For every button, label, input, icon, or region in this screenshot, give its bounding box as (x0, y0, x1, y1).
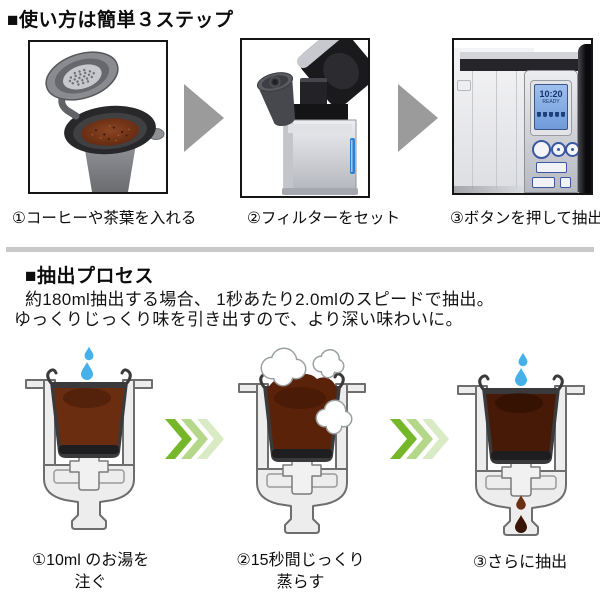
stage1-caption: ①10ml のお湯を 注ぐ (18, 550, 163, 594)
stage3-caption: ③さらに抽出 (452, 552, 588, 574)
cup-icon (543, 112, 547, 117)
stage1-caption-line1: ①10ml のお湯を (31, 552, 150, 569)
round-button (551, 142, 566, 157)
machine-front-body (454, 48, 534, 193)
process-arrow-icon (165, 419, 224, 459)
cup-icon (549, 112, 553, 117)
panel-seam (496, 64, 497, 189)
stage2-caption-line2: 蒸らす (276, 574, 325, 592)
step1-photo (28, 40, 168, 194)
cup-icon (555, 112, 559, 117)
filter-basket-illustration (45, 51, 165, 192)
step3-photo: 10:20 READY (452, 38, 593, 195)
process-arrow-icon (390, 419, 449, 459)
step2-photo (240, 38, 370, 198)
step1-caption: ①コーヒーや茶葉を入れる (12, 210, 197, 227)
stage2-caption: ②15秒間じっくり 蒸らす (228, 550, 373, 594)
dripper-stage1-illustration (25, 346, 153, 530)
cup-icon (537, 112, 541, 117)
step-arrow-icon (398, 84, 438, 152)
brew-button (532, 177, 555, 188)
panel-seam (472, 64, 473, 189)
process-section-title: ■抽出プロセス (25, 266, 154, 287)
lcd-cup-icons (535, 112, 567, 117)
lcd-time: 10:20 (539, 89, 563, 99)
panel-seam (516, 64, 517, 189)
menu-dial-button (532, 140, 551, 159)
wide-button (536, 162, 567, 173)
steps-section-title: ■使い方は簡単３ステップ (7, 10, 234, 31)
lcd-display: 10:20 READY (534, 84, 568, 130)
step2-caption: ②フィルターをセット (247, 210, 401, 227)
brand-badge (457, 80, 471, 91)
dripper-stage3-illustration (457, 352, 585, 536)
section-divider (6, 247, 594, 252)
stage2-caption-line1: ②15秒間じっくり (236, 552, 365, 569)
pod-into-machine-illustration (256, 40, 368, 195)
step-arrow-icon (184, 84, 224, 152)
process-description-line2: ゆっくりじっくり味を引き出すので、より深い味わいに。 (14, 310, 463, 329)
machine-lid-band (460, 59, 591, 71)
counter-shadow (454, 186, 524, 193)
process-description-line1: 約180ml抽出する場合、 1秒あたり2.0mlのスピードで抽出。 (25, 290, 494, 309)
step3-caption: ③ボタンを押して抽出 (450, 210, 600, 227)
cup-icon (561, 112, 565, 117)
small-button (560, 177, 571, 188)
stage3-caption-line1: ③さらに抽出 (472, 554, 568, 571)
machine-top-trim (460, 52, 591, 59)
lcd-status: READY (542, 99, 560, 105)
dripper-stage2-illustration (238, 347, 366, 534)
machine-side-edge (578, 44, 591, 193)
stage1-caption-line2: 注ぐ (74, 574, 107, 592)
